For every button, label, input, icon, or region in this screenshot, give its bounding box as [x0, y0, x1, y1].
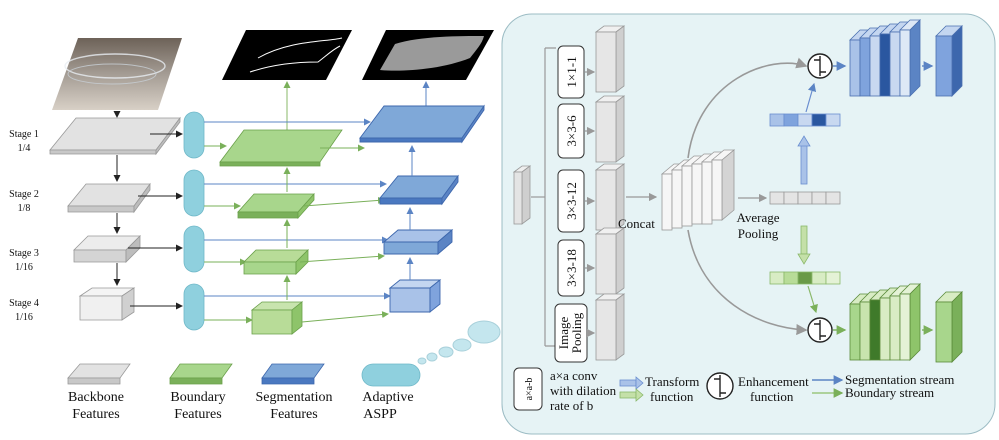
segmentation-feature-stage-4 [388, 279, 442, 313]
segmentation-feature-stage-2 [379, 174, 459, 206]
backbone-feature-stage-1 [49, 116, 181, 156]
concat-label: Concat [618, 216, 655, 231]
enhance-line1: Enhancement [738, 374, 809, 389]
legend-backbone-line1: Backbone [68, 390, 124, 405]
aspp-branch-3x3-6: 3×3-6 [557, 103, 585, 159]
legend-backbone-line2: Features [72, 407, 119, 422]
segmentation-output-map [362, 30, 494, 80]
aspp-branch-image-pooling: Image Pooling [554, 303, 588, 363]
enhancement-function-bottom [807, 317, 833, 343]
stage-2-scale: 1/8 [18, 203, 31, 214]
boundary-feature-stage-1 [219, 129, 343, 167]
legend-streams: Segmentation stream Boundary stream [812, 372, 954, 400]
concat-feature-stack [660, 149, 736, 231]
backbone-feature-stage-4 [78, 287, 136, 321]
stage-3-name: Stage 3 [9, 248, 39, 259]
legend-segmentation-line2: Features [270, 407, 317, 422]
image-pooling-line1: Image [556, 317, 571, 350]
input-image [52, 38, 182, 110]
backbone-feature-stage-3 [73, 235, 141, 263]
boundary-output-stack [849, 283, 921, 361]
seg-stream-label: Segmentation stream [845, 372, 954, 387]
bnd-stream-label: Boundary stream [845, 385, 934, 400]
legend-boundary-line1: Boundary [170, 390, 225, 405]
transform-arrow-up [797, 135, 811, 185]
avg-pool-line2: Pooling [738, 226, 779, 241]
legend-transform: Transform function [619, 374, 699, 404]
aspp-branch-1x1: 1×1-1 [557, 45, 585, 99]
backbone-feature-stage-2 [67, 182, 151, 214]
aspp-input-feature [512, 165, 532, 225]
aspp-branch-features [594, 25, 626, 361]
legend-segmentation: Segmentation Features [256, 363, 333, 422]
legend-enhancement: Enhancement function [706, 372, 809, 404]
conv-line2: with dilation [550, 383, 617, 398]
legend-backbone: Backbone Features [67, 363, 131, 422]
legend-conv: a×a-b a×a conv with dilation rate of b [513, 367, 617, 413]
boundary-attention-vector [769, 271, 841, 285]
conv-line1: a×a conv [550, 368, 598, 383]
segmentation-output-stack [849, 19, 921, 97]
stage-1-name: Stage 1 [9, 129, 39, 140]
boundary-output-map [222, 30, 352, 80]
boundary-final-feature [935, 291, 963, 363]
boundary-feature-stage-4 [250, 301, 304, 335]
callout-bubbles [417, 320, 501, 365]
stage-4-scale: 1/16 [15, 312, 33, 323]
conv-symbol: a×a-b [524, 378, 535, 401]
transform-line2: function [650, 389, 694, 404]
aspp-branch-3x3-18: 3×3-18 [557, 239, 585, 297]
legend-aspp-line2: ASPP [363, 407, 397, 422]
pooled-vector [769, 191, 841, 205]
branch-label: 3×3-6 [564, 115, 579, 147]
segmentation-attention-vector [769, 113, 841, 127]
enhancement-function-top [807, 53, 833, 79]
stage-3-scale: 1/16 [15, 262, 33, 273]
stage-1-scale: 1/4 [18, 143, 31, 154]
segmentation-feature-stage-3 [382, 229, 454, 255]
legend-boundary: Boundary Features [169, 363, 233, 422]
legend-boundary-line2: Features [174, 407, 221, 422]
transform-line1: Transform [645, 374, 699, 389]
segmentation-final-feature [935, 25, 963, 97]
transform-arrow-down [797, 225, 811, 265]
stage-4-name: Stage 4 [9, 298, 39, 309]
stage-2-name: Stage 2 [9, 189, 39, 200]
image-pooling-line2: Pooling [569, 312, 584, 353]
aspp-branch-3x3-12: 3×3-12 [557, 169, 585, 233]
branch-label: 3×3-18 [564, 249, 579, 287]
boundary-feature-stage-3 [243, 249, 309, 275]
boundary-feature-stage-2 [237, 192, 315, 220]
branch-label: 3×3-12 [564, 182, 579, 220]
branch-label: 1×1-1 [564, 56, 579, 87]
enhance-line2: function [750, 389, 794, 404]
legend-aspp-line1: Adaptive [362, 390, 413, 405]
adaptive-aspp-blocks [183, 111, 205, 331]
conv-line3: rate of b [550, 398, 593, 413]
legend-segmentation-line1: Segmentation [256, 390, 333, 405]
segmentation-feature-stage-1 [359, 104, 485, 144]
legend-aspp: Adaptive ASPP [361, 363, 421, 422]
avg-pool-line1: Average [736, 210, 779, 225]
